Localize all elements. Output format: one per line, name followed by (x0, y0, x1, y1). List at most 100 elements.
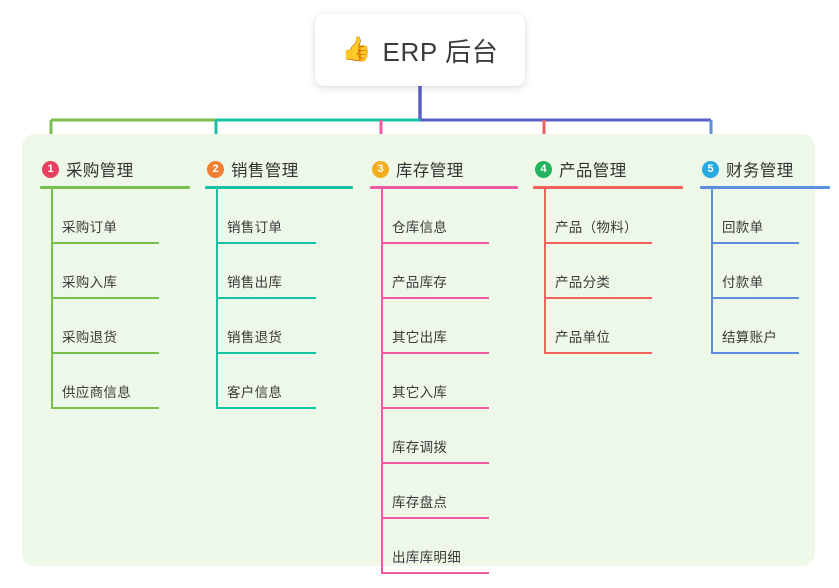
branches-panel: 1 采购管理采购订单采购入库采购退货供应商信息 2 销售管理销售订单销售出库销售退货客… (22, 134, 830, 574)
leaf-underline (216, 352, 316, 354)
leaf-underline (216, 242, 316, 244)
branch-column-1: 1 采购管理采购订单采购入库采购退货供应商信息 (40, 154, 190, 409)
leaf-label: 结算账户 (722, 330, 778, 345)
leaf-label: 库存盘点 (392, 495, 448, 510)
branch-column-4: 4 产品管理产品（物料） 产品分类产品单位 (533, 154, 683, 354)
leaf-item[interactable]: 库存调拨 (370, 409, 518, 464)
branch-leaf-list: 销售订单销售出库销售退货客户信息 (205, 189, 353, 409)
leaf-underline (216, 407, 316, 409)
leaf-label: 其它出库 (392, 330, 448, 345)
leaf-item[interactable]: 仓库信息 (370, 189, 518, 244)
leaf-label: 销售订单 (227, 220, 283, 235)
leaf-label: 采购退货 (62, 330, 118, 345)
leaf-item[interactable]: 销售退货 (205, 299, 353, 354)
leaf-item[interactable]: 供应商信息 (40, 354, 190, 409)
root-node-card[interactable]: 👍 ERP 后台 (315, 14, 525, 86)
thumbs-up-icon: 👍 (341, 36, 372, 63)
leaf-label: 采购订单 (62, 220, 118, 235)
branch-underline (205, 186, 353, 189)
leaf-underline (51, 352, 159, 354)
leaf-item[interactable]: 其它出库 (370, 299, 518, 354)
root-node-title: ERP 后台 (382, 36, 499, 67)
branch-number-badge: 5 (702, 160, 719, 178)
leaf-item[interactable]: 采购入库 (40, 244, 190, 299)
leaf-item[interactable]: 结算账户 (700, 299, 830, 354)
branch-number-badge: 2 (207, 160, 224, 178)
leaf-label: 仓库信息 (392, 220, 448, 235)
leaf-underline (711, 297, 799, 299)
branch-spine (381, 189, 383, 574)
leaf-item[interactable]: 销售订单 (205, 189, 353, 244)
leaf-underline (51, 407, 159, 409)
leaf-item[interactable]: 回款单 (700, 189, 830, 244)
branch-header-5[interactable]: 5 财务管理 (700, 154, 830, 184)
branch-header-4[interactable]: 4 产品管理 (533, 154, 683, 184)
branch-number-badge: 1 (42, 160, 59, 178)
branch-title: 库存管理 (396, 162, 464, 180)
branch-spine (711, 189, 713, 354)
leaf-item[interactable]: 产品库存 (370, 244, 518, 299)
branch-header-1[interactable]: 1 采购管理 (40, 154, 190, 184)
leaf-item[interactable]: 产品（物料） (533, 189, 683, 244)
leaf-underline (544, 352, 652, 354)
branch-leaf-list: 仓库信息产品库存其它出库其它入库库存调拨库存盘点出库库明细 (370, 189, 518, 574)
branch-column-5: 5 财务管理回款单付款单结算账户 (700, 154, 830, 354)
branch-header-3[interactable]: 3 库存管理 (370, 154, 518, 184)
leaf-underline (381, 407, 489, 409)
branch-title: 销售管理 (231, 162, 299, 180)
branch-underline (700, 186, 830, 189)
leaf-item[interactable]: 客户信息 (205, 354, 353, 409)
branch-title: 产品管理 (559, 162, 627, 180)
leaf-underline (381, 517, 489, 519)
leaf-label: 销售出库 (227, 275, 283, 290)
leaf-underline (544, 242, 652, 244)
branch-title: 财务管理 (726, 162, 794, 180)
leaf-label: 产品库存 (392, 275, 448, 290)
leaf-item[interactable]: 采购退货 (40, 299, 190, 354)
leaf-underline (51, 297, 159, 299)
branch-header-2[interactable]: 2 销售管理 (205, 154, 353, 184)
leaf-label: 产品分类 (555, 275, 611, 290)
leaf-label: 付款单 (722, 275, 764, 290)
leaf-label: 产品单位 (555, 330, 611, 345)
leaf-label: 回款单 (722, 220, 764, 235)
branch-underline (40, 186, 190, 189)
leaf-underline (51, 242, 159, 244)
leaf-item[interactable]: 库存盘点 (370, 464, 518, 519)
leaf-underline (381, 297, 489, 299)
branch-spine (544, 189, 546, 354)
leaf-underline (381, 462, 489, 464)
leaf-underline (544, 297, 652, 299)
leaf-underline (216, 297, 316, 299)
branch-title: 采购管理 (66, 162, 134, 180)
leaf-label: 产品（物料） (555, 220, 638, 235)
leaf-label: 采购入库 (62, 275, 118, 290)
leaf-underline (381, 242, 489, 244)
leaf-underline (711, 242, 799, 244)
branch-spine (216, 189, 218, 409)
leaf-label: 供应商信息 (62, 385, 131, 400)
leaf-item[interactable]: 出库库明细 (370, 519, 518, 574)
leaf-item[interactable]: 产品单位 (533, 299, 683, 354)
branch-number-badge: 3 (372, 160, 389, 178)
leaf-underline (381, 572, 489, 574)
branch-leaf-list: 采购订单采购入库采购退货供应商信息 (40, 189, 190, 409)
branch-number-badge: 4 (535, 160, 552, 178)
branch-leaf-list: 产品（物料） 产品分类产品单位 (533, 189, 683, 354)
leaf-underline (711, 352, 799, 354)
branch-column-3: 3 库存管理仓库信息产品库存其它出库其它入库库存调拨库存盘点出库库明细 (370, 154, 518, 574)
leaf-item[interactable]: 销售出库 (205, 244, 353, 299)
leaf-item[interactable]: 其它入库 (370, 354, 518, 409)
leaf-item[interactable]: 采购订单 (40, 189, 190, 244)
leaf-item[interactable]: 产品分类 (533, 244, 683, 299)
branch-spine (51, 189, 53, 409)
leaf-label: 库存调拨 (392, 440, 448, 455)
branch-underline (370, 186, 518, 189)
leaf-label: 出库库明细 (392, 550, 461, 565)
leaf-label: 其它入库 (392, 385, 448, 400)
leaf-underline (381, 352, 489, 354)
leaf-item[interactable]: 付款单 (700, 244, 830, 299)
leaf-label: 销售退货 (227, 330, 283, 345)
branch-column-2: 2 销售管理销售订单销售出库销售退货客户信息 (205, 154, 353, 409)
